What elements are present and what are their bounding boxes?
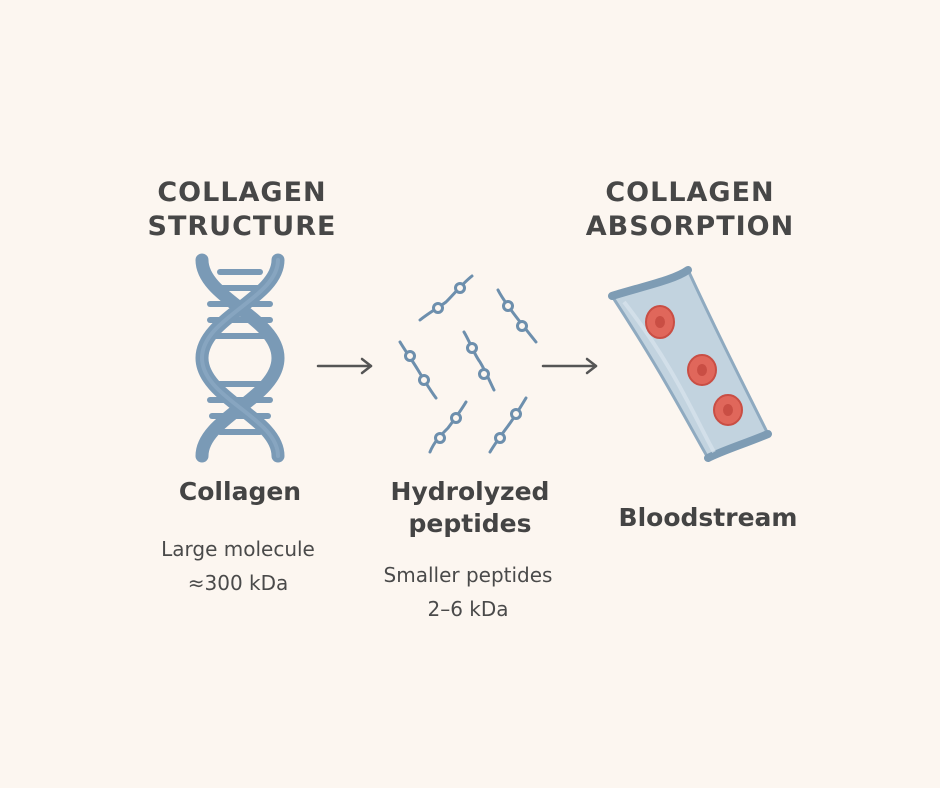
arrow-right-icon — [316, 357, 373, 375]
structure-heading-line1: COLLAGEN — [157, 177, 327, 208]
arrow-right-icon — [541, 357, 598, 375]
peptides-label-line2: peptides — [408, 509, 532, 538]
absorption-heading: COLLAGEN ABSORPTION — [530, 176, 850, 244]
absorption-heading-line2: ABSORPTION — [585, 211, 795, 242]
collagen-description-line1: Large molecule — [161, 537, 315, 561]
red-blood-cell-icon — [645, 305, 675, 339]
peptides-description: Smaller peptides 2–6 kDa — [318, 558, 618, 626]
red-blood-cell-icon — [713, 394, 743, 426]
red-blood-cell-icon — [687, 354, 717, 386]
absorption-heading-line1: COLLAGEN — [605, 177, 775, 208]
collagen-description-line2: ≈300 kDa — [187, 571, 289, 595]
peptide-chains-icon — [398, 274, 538, 454]
structure-heading: COLLAGEN STRUCTURE — [82, 176, 402, 244]
bloodstream-label-text: Bloodstream — [618, 503, 798, 532]
peptides-label-line1: Hydrolyzed — [390, 477, 550, 506]
structure-heading-line2: STRUCTURE — [147, 211, 337, 242]
bloodstream-label: Bloodstream — [558, 502, 858, 534]
peptides-label: Hydrolyzed peptides — [320, 476, 620, 540]
peptides-description-line1: Smaller peptides — [383, 563, 553, 587]
collagen-label: Collagen — [90, 476, 390, 508]
blood-vessel-icon — [608, 266, 772, 462]
dna-helix-icon — [195, 253, 285, 463]
collagen-label-text: Collagen — [178, 477, 302, 506]
peptides-description-line2: 2–6 kDa — [427, 597, 509, 621]
collagen-description: Large molecule ≈300 kDa — [88, 532, 388, 600]
